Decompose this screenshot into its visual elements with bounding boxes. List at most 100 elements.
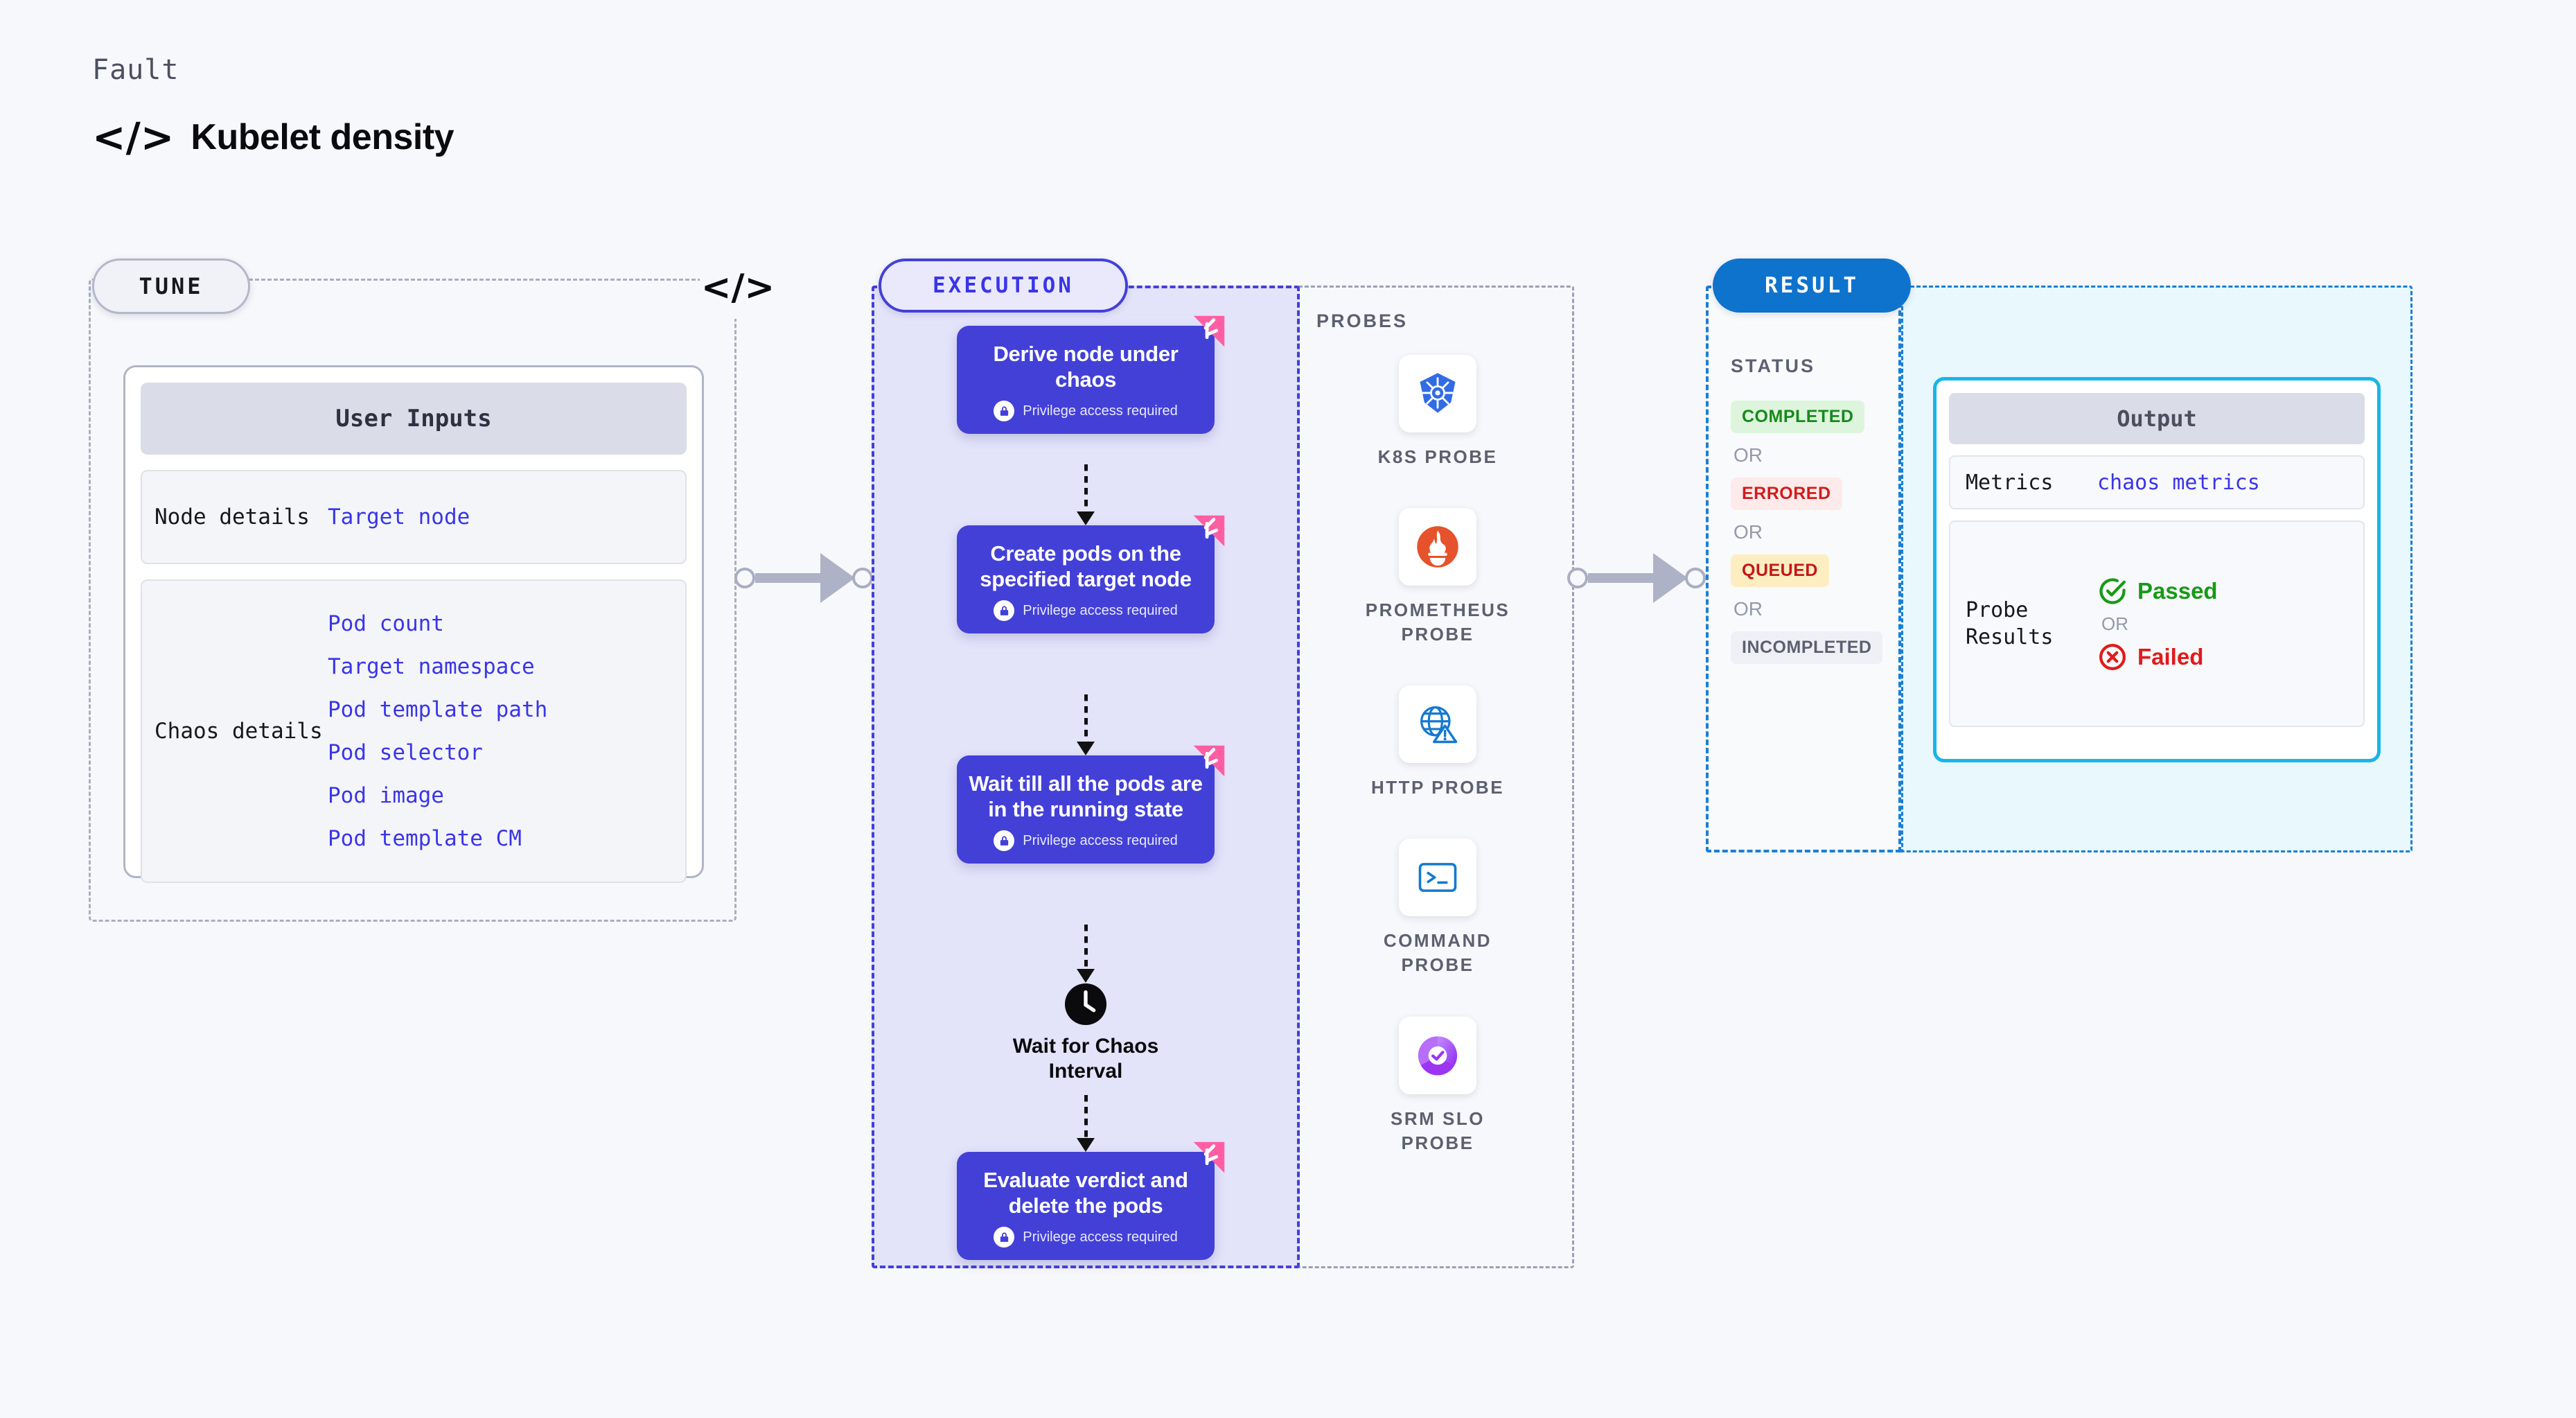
execution-step-3[interactable]: Wait till all the pods are in the runnin… [957,745,1225,864]
connector-arrowhead [820,553,855,603]
probe-label: COMMAND PROBE [1383,930,1492,976]
probe-item-prometheus[interactable]: PROMETHEUS PROBE [1358,508,1517,647]
privilege-text: Privilege access required [1023,1229,1178,1245]
step-card[interactable]: Evaluate verdict and delete the pods Pri… [957,1141,1225,1261]
lock-icon [994,1227,1015,1248]
metrics-row: Metrics chaos metrics [1949,455,2365,509]
node-details-row: Node details Target node [141,470,687,564]
srm-slo-icon [1418,1035,1458,1076]
step-card[interactable]: Create pods on the specified target node… [957,515,1225,634]
input-pod-selector[interactable]: Pod selector [328,740,483,765]
status-badge-completed: COMPLETED [1731,401,1865,433]
probe-result-failed: Failed [2097,642,2218,672]
lock-icon [994,830,1015,852]
clock-icon [1064,983,1107,1026]
probe-item-srm-slo[interactable]: SRM SLO PROBE [1358,1016,1517,1155]
privilege-note: Privilege access required [994,830,1178,852]
probe-tile[interactable] [1399,1016,1476,1094]
wait-node-label: Wait for Chaos Interval [1012,1035,1159,1083]
kubernetes-icon [1420,373,1456,413]
wait-for-chaos-interval-node: Wait for Chaos Interval [982,983,1190,1084]
step-card[interactable]: Wait till all the pods are in the runnin… [957,745,1225,864]
code-icon-badge: </> [700,256,776,319]
probe-item-http[interactable]: HTTP PROBE [1358,685,1517,800]
connector-execution-to-result [1567,553,1706,603]
probe-label: HTTP PROBE [1370,777,1505,798]
probe-label: K8S PROBE [1377,446,1498,467]
prometheus-icon [1417,526,1458,568]
probe-item-k8s[interactable]: K8S PROBE [1358,355,1517,469]
privilege-note: Privilege access required [994,1227,1178,1248]
lock-icon [994,401,1015,422]
arrow-line [1084,464,1088,511]
flow-arrow-2 [1077,694,1095,755]
terminal-icon [1418,863,1457,893]
connector-line [755,573,820,583]
page-eyebrow: Fault [92,54,179,86]
flow-arrow-4 [1077,1095,1095,1152]
arrow-line [1084,925,1088,969]
tune-stage-pill[interactable]: TUNE [92,259,250,314]
user-inputs-card: User Inputs Node details Target node Cha… [123,365,704,883]
probe-tile[interactable] [1399,685,1476,764]
privilege-note: Privilege access required [994,401,1178,422]
privilege-text: Privilege access required [1023,403,1178,419]
metrics-value[interactable]: chaos metrics [2097,470,2260,495]
probes-list: K8S PROBE PROMETHEUS PROBE [1358,355,1517,1194]
user-inputs-title: User Inputs [141,383,687,455]
connector-line [1588,573,1653,583]
execution-step-1[interactable]: Derive node under chaos Privilege access… [957,315,1225,435]
probe-item-command[interactable]: COMMAND PROBE [1358,839,1517,977]
step-title: Wait till all the pods are in the runnin… [969,771,1203,822]
arrow-tip [1077,511,1095,525]
connector-tune-to-execution [734,553,873,603]
input-pod-image[interactable]: Pod image [328,783,444,808]
harness-logo-icon [1193,515,1225,547]
input-pod-template-cm[interactable]: Pod template CM [328,826,522,851]
status-badge-incompleted: INCOMPLETED [1731,631,1883,664]
probe-tile[interactable] [1399,508,1476,586]
lock-icon [994,600,1015,622]
input-pod-count[interactable]: Pod count [328,611,444,636]
step-card[interactable]: Derive node under chaos Privilege access… [957,315,1225,435]
http-globe-icon [1420,706,1458,744]
row-values: Pod count Target namespace Pod template … [328,611,547,851]
flow-arrow-1 [1077,464,1095,525]
status-badge-errored: ERRORED [1731,478,1842,510]
page-title-row: </> Kubelet density [92,116,455,158]
probe-results-row: Probe Results Passed OR Failed [1949,520,2365,727]
input-target-namespace[interactable]: Target namespace [328,654,535,679]
connector-arrowhead [1653,553,1688,603]
connector-start-dot [1567,568,1588,588]
connector-end-dot [852,568,873,588]
status-or-1: OR [1733,444,1763,466]
execution-step-2[interactable]: Create pods on the specified target node… [957,515,1225,634]
arrow-line [1084,1095,1088,1138]
execution-stage-pill[interactable]: EXECUTION [879,259,1128,313]
input-target-node[interactable]: Target node [328,505,470,529]
probe-tile[interactable] [1399,355,1476,432]
failed-label: Failed [2137,643,2204,669]
probe-results-values: Passed OR Failed [2097,576,2218,672]
status-or-3: OR [1733,598,1763,620]
probe-results-or: OR [2101,613,2128,634]
row-key: Chaos details [155,718,323,744]
tune-stage-boundary [89,279,736,922]
step-title: Derive node under chaos [993,342,1179,392]
result-stage-pill[interactable]: RESULT [1713,259,1911,313]
probe-results-key: Probe Results [1966,598,2054,649]
probes-section-label: PROBES [1316,310,1409,331]
metrics-key: Metrics [1966,470,2054,495]
execution-step-4[interactable]: Evaluate verdict and delete the pods Pri… [957,1141,1225,1261]
x-circle-icon [2099,643,2126,670]
output-card: Output Metrics chaos metrics Probe Resul… [1933,377,2381,762]
flow-arrow-3 [1077,925,1095,983]
harness-logo-icon [1193,745,1225,777]
chaos-details-row: Chaos details Pod count Target namespace… [141,579,687,883]
privilege-note: Privilege access required [994,600,1178,622]
probe-tile[interactable] [1399,839,1476,917]
harness-logo-icon [1193,315,1225,347]
status-section-label: STATUS [1731,356,1815,376]
input-pod-template-path[interactable]: Pod template path [328,697,548,722]
